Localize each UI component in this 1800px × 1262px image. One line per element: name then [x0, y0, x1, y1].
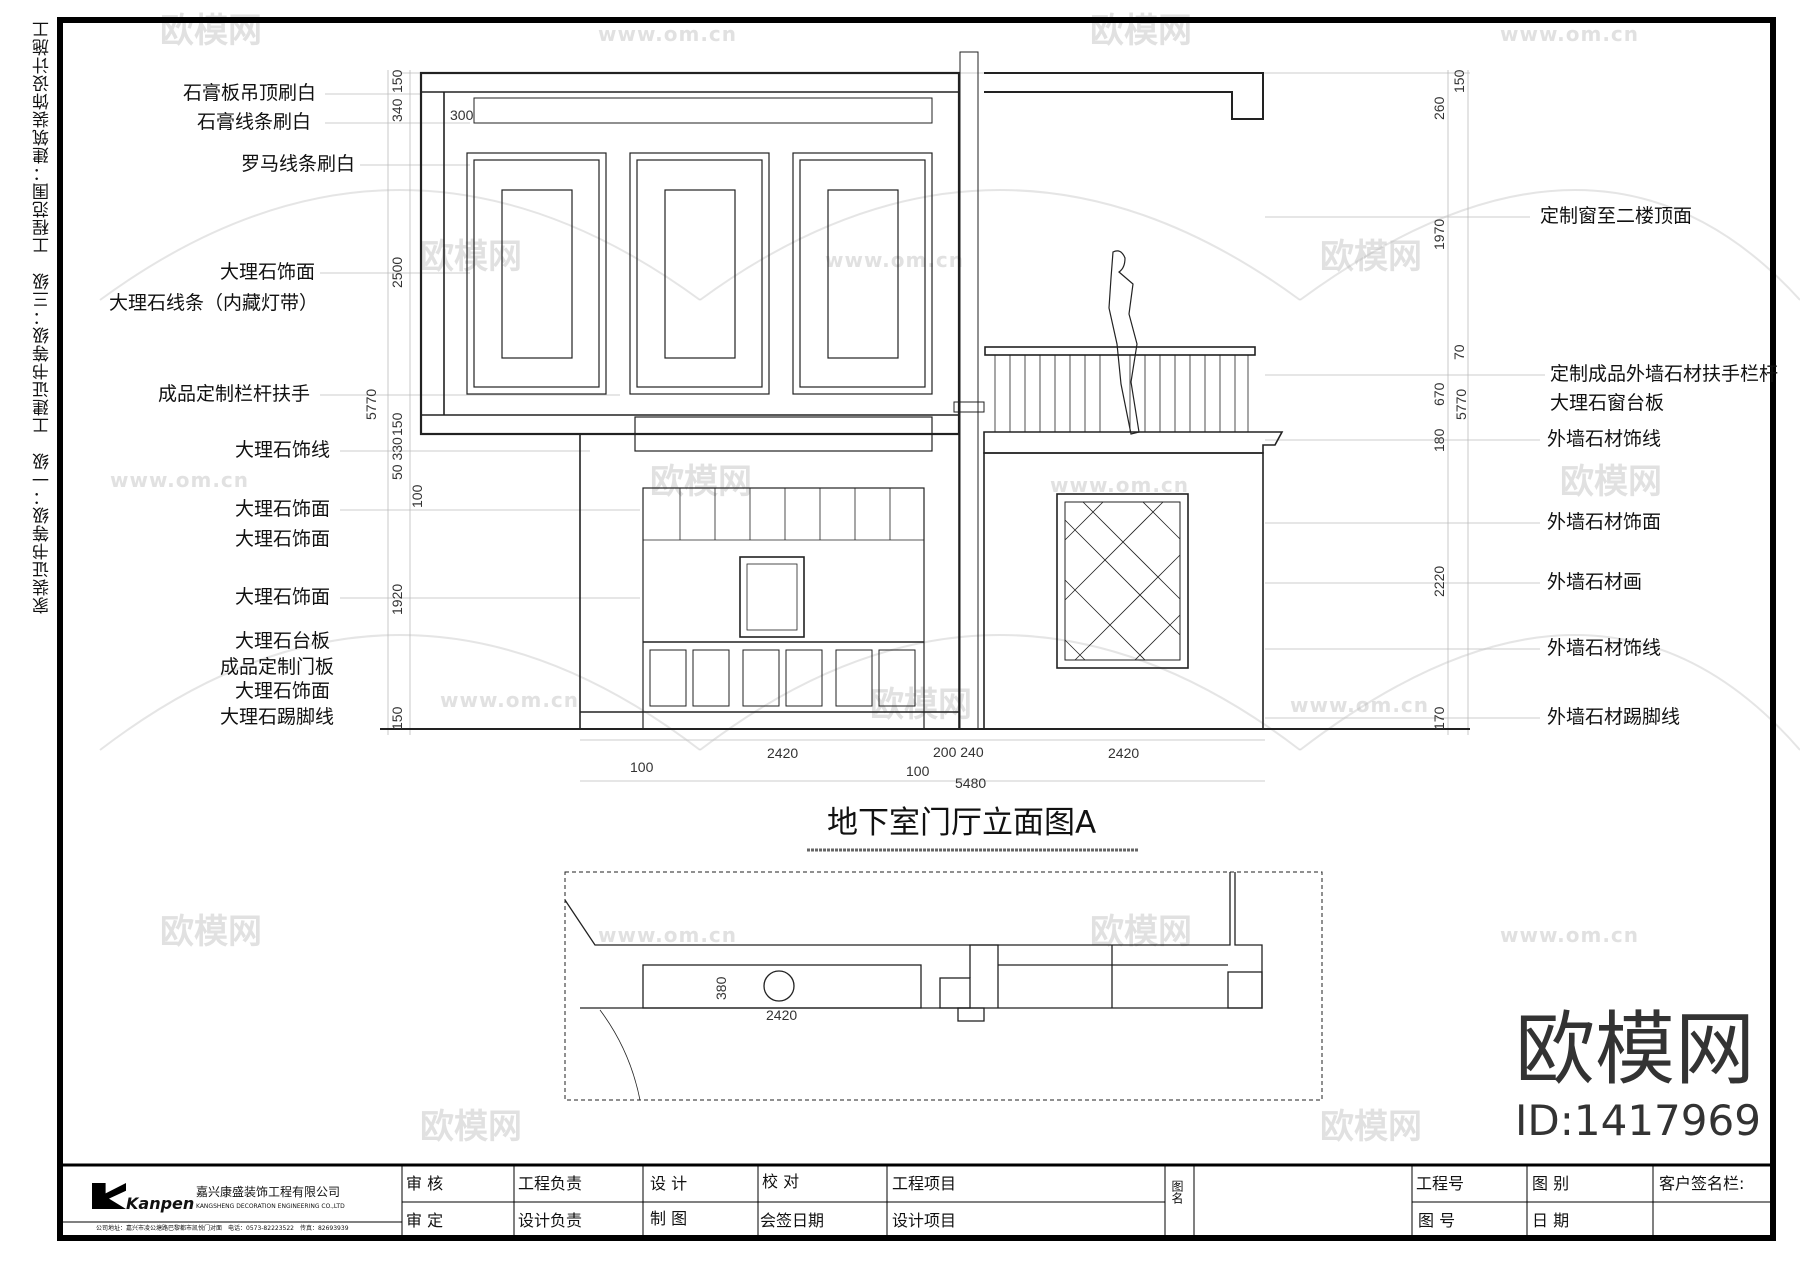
dim-right: 260	[1431, 96, 1447, 120]
cell-review: 审 核	[406, 1174, 444, 1193]
cell-sign-date: 会签日期	[760, 1211, 825, 1230]
label-marble-line: 大理石饰线	[235, 439, 331, 461]
watermark-site: www.om.cn	[110, 468, 250, 492]
dim-bottom: 5480	[955, 775, 987, 791]
cell-drawing-no: 图 号	[1418, 1211, 1456, 1230]
dim-left: 1920	[389, 583, 405, 615]
label-marble-skirting: 大理石踢脚线	[220, 706, 335, 728]
dim-left: 150	[389, 69, 405, 93]
company-name-en: KANGSHENG DECORATION ENGINEERING CO.,LTD	[196, 1203, 345, 1210]
label-roman-molding: 罗马线条刷白	[241, 153, 356, 175]
cell-client-sign: 客户签名栏:	[1659, 1174, 1745, 1193]
label-stone-railing: 定制成品外墙石材扶手栏杆	[1550, 363, 1779, 385]
cell-project: 工程项目	[892, 1174, 957, 1193]
watermark-brand: 欧模网	[1320, 237, 1422, 277]
dim-left: 50 330	[389, 437, 405, 480]
cell-drawing-name: 图名	[1170, 1180, 1184, 1204]
label-window-sill: 大理石窗台板	[1550, 392, 1665, 414]
dim-right: 70	[1451, 344, 1467, 360]
plan-dim: 380	[713, 976, 729, 1000]
watermark-brand: 欧模网	[160, 912, 262, 952]
dim-left: 340	[389, 98, 405, 122]
label-door-panel: 成品定制门板	[220, 656, 335, 678]
dim-bottom: 100	[906, 763, 930, 779]
dim-bottom: 2420	[1108, 745, 1140, 761]
watermark-arcs	[99, 189, 1800, 751]
dim-right: 2220	[1431, 565, 1447, 597]
label-marble-strip: 大理石线条（内藏灯带）	[109, 292, 319, 314]
drawing-title: 地下室门厅立面图A	[827, 805, 1097, 841]
company-name: 嘉兴康盛装饰工程有限公司	[196, 1185, 341, 1199]
watermark-site: www.om.cn	[1500, 923, 1640, 947]
watermark-site: www.om.cn	[1290, 693, 1430, 717]
label-stone-line: 外墙石材饰线	[1547, 637, 1662, 659]
cell-design: 设 计	[650, 1174, 688, 1193]
dim-left: 100	[409, 484, 425, 508]
label-stone-face: 外墙石材饰面	[1547, 511, 1662, 533]
dim-right: 1970	[1431, 218, 1447, 250]
plan-dim: 2420	[766, 1007, 798, 1023]
watermark-brand: 欧模网	[650, 462, 752, 502]
watermark-brand: 欧模网	[420, 1107, 522, 1147]
cell-project-lead: 工程负责	[518, 1174, 583, 1193]
dim-right: 150	[1451, 69, 1467, 93]
cell-approve: 审 定	[406, 1211, 444, 1230]
label-gypsum-molding: 石膏线条刷白	[197, 111, 312, 133]
dim-right: 180	[1431, 428, 1447, 452]
cell-design-project: 设计项目	[892, 1211, 957, 1230]
watermark-brand: 欧模网	[1090, 912, 1192, 952]
cell-drafting: 制 图	[650, 1209, 688, 1228]
dim-right: 670	[1431, 382, 1447, 406]
company-address: 公司地址：嘉兴市凌公塘路巴黎都市凯悦门对面 电话：0573-82223522 传…	[96, 1225, 349, 1232]
dim-left: 2500	[389, 256, 405, 288]
watermark-site: www.om.cn	[598, 923, 738, 947]
label-custom-window: 定制窗至二楼顶面	[1540, 205, 1693, 227]
watermark-id: ID:1417969	[1515, 1096, 1761, 1145]
dim-right: 170	[1431, 706, 1447, 730]
label-marble-face: 大理石饰面	[235, 586, 331, 608]
label-stone-painting: 外墙石材画	[1547, 571, 1643, 593]
label-stone-line: 外墙石材饰线	[1547, 428, 1662, 450]
label-marble-counter: 大理石台板	[235, 630, 331, 652]
cell-date: 日 期	[1532, 1211, 1570, 1230]
elevation-drawing	[380, 51, 1470, 730]
label-gypsum-ceiling: 石膏板吊顶刷白	[183, 82, 317, 104]
dim-ceiling: 300	[450, 107, 474, 123]
sheet-frame	[57, 17, 1776, 1241]
cell-project-no: 工程号	[1416, 1174, 1465, 1193]
label-marble-face: 大理石饰面	[235, 498, 331, 520]
dim-bottom: 2420	[767, 745, 799, 761]
watermark-brand: 欧模网	[870, 685, 972, 725]
logo-text: Kanpen	[126, 1194, 195, 1213]
dim-left: 150	[389, 412, 405, 436]
watermark-brand: 欧模网	[1320, 1107, 1422, 1147]
watermark-brand-large: 欧模网	[1515, 1003, 1755, 1096]
dim-left: 150	[389, 706, 405, 730]
label-handrail: 成品定制栏杆扶手	[158, 383, 311, 405]
dim-bottom: 100	[630, 759, 654, 775]
label-stone-skirting: 外墙石材踢脚线	[1547, 706, 1681, 728]
watermark-site: www.om.cn	[440, 688, 580, 712]
watermark-site: www.om.cn	[1050, 473, 1190, 497]
dim-right: 5770	[1453, 388, 1469, 420]
certification-note: 家装证书等级：一级 工建证书等级：三级 工程范围：建筑装饰设计施工	[33, 20, 53, 614]
cell-design-lead: 设计负责	[518, 1211, 583, 1230]
dim-bottom: 200 240	[933, 744, 984, 760]
watermark-site: www.om.cn	[825, 248, 965, 272]
label-marble-face: 大理石饰面	[235, 680, 331, 702]
dim-left: 5770	[363, 388, 379, 420]
watermark-brand: 欧模网	[1560, 462, 1662, 502]
cell-proofread: 校 对	[762, 1172, 800, 1191]
label-marble-face: 大理石饰面	[235, 528, 331, 550]
label-marble-face: 大理石饰面	[220, 261, 316, 283]
plan-drawing	[564, 871, 1323, 1101]
cell-category: 图 别	[1532, 1174, 1570, 1193]
watermark-site: www.om.cn	[1500, 22, 1640, 46]
watermark-brand: 欧模网	[420, 237, 522, 277]
watermark-site: www.om.cn	[598, 22, 738, 46]
